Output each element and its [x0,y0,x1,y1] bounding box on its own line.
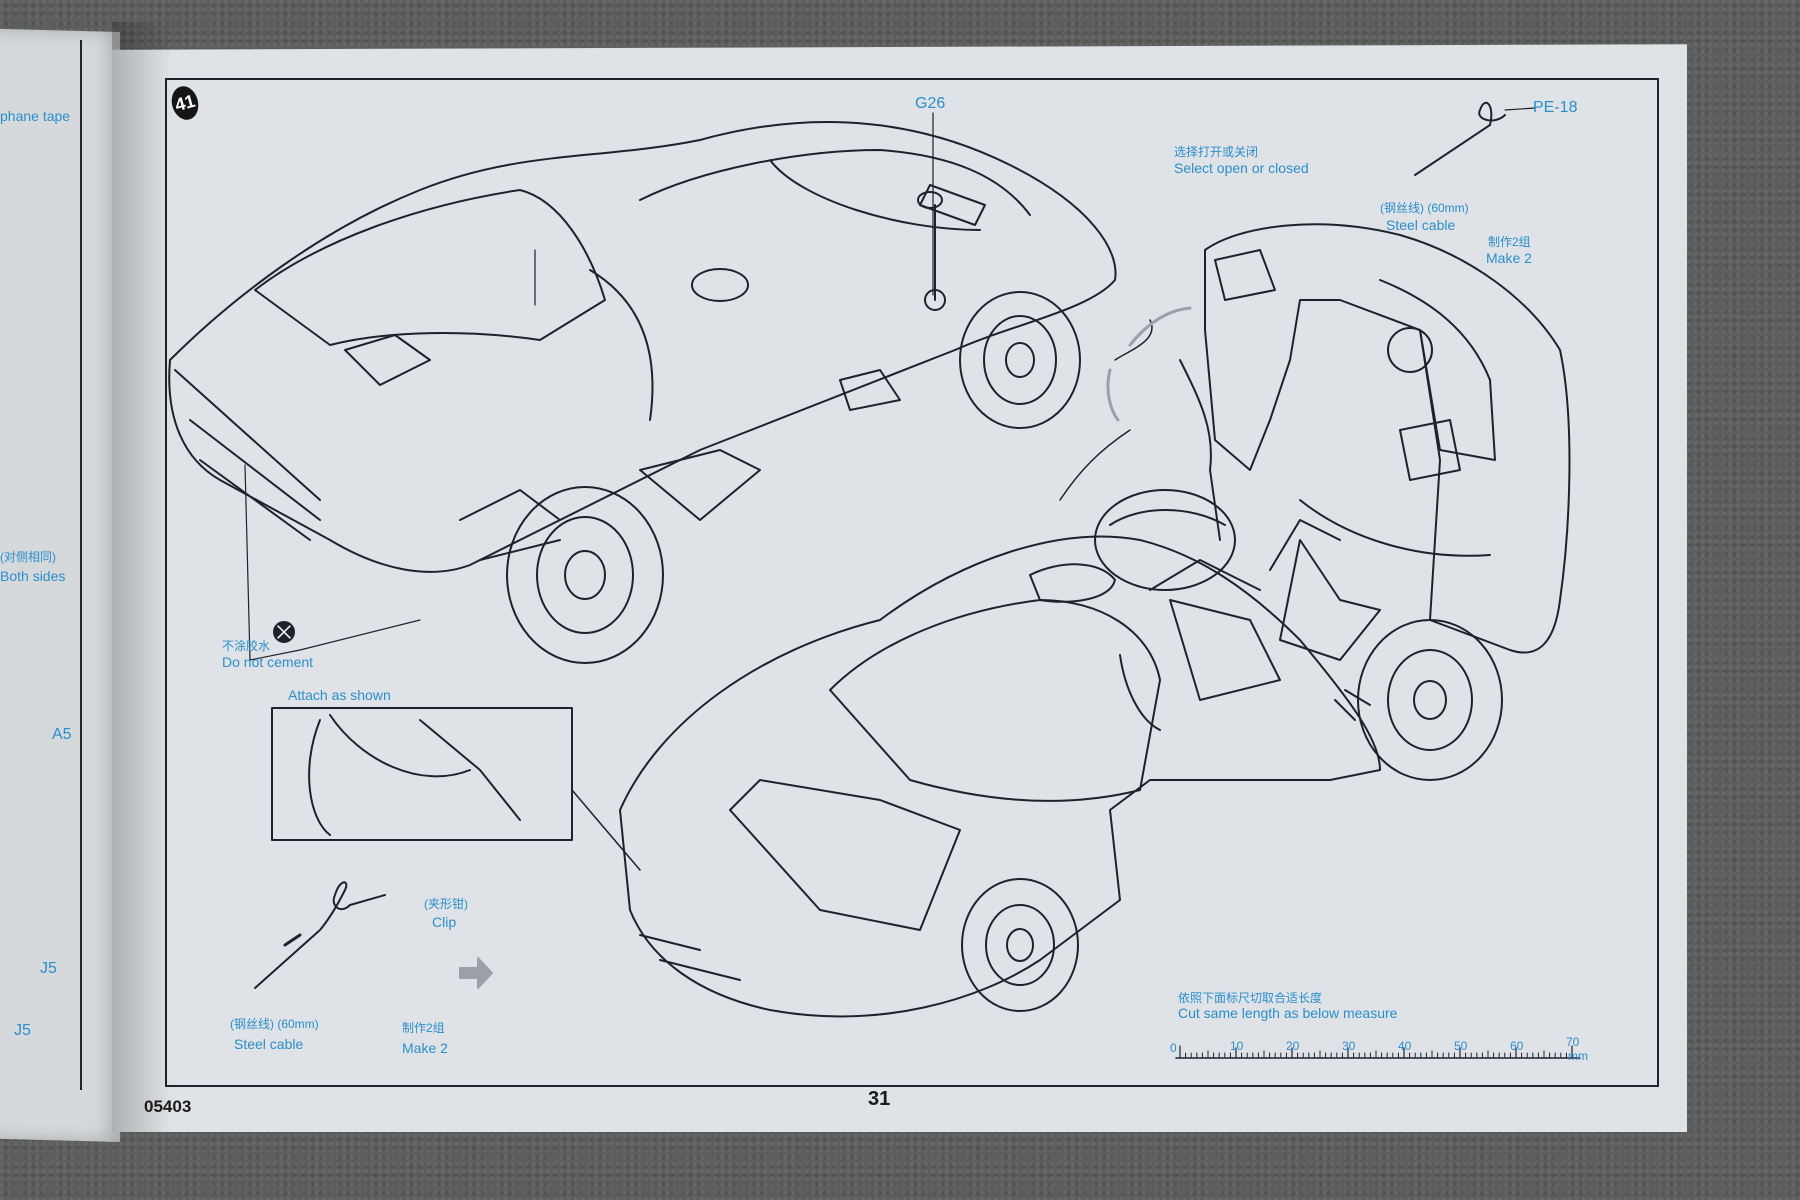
diagram-frame [165,78,1659,1087]
select-open-closed-label: Select open or closed [1174,160,1309,176]
ruler-tick-20: 20 [1286,1039,1300,1053]
ruler-tick-70: 70 [1566,1035,1580,1049]
ruler-tick-30: 30 [1342,1039,1356,1053]
both-sides-label: Both sides [0,568,66,584]
make-2-cn-top: 制作2组 [1488,235,1531,249]
attach-as-shown-label: Attach as shown [288,687,391,703]
tape-label: phane tape [0,108,71,124]
instruction-page [112,44,1687,1132]
part-j5-label-top: J5 [40,960,57,977]
car-rear-view [168,121,1117,664]
make-2-label-top: Make 2 [1486,250,1532,266]
part-a5-label: A5 [52,726,72,743]
cut-length-label: Cut same length as below measure [1178,1005,1398,1021]
clip-label: Clip [432,914,457,930]
cut-length-cn: 依照下面标尺切取合适长度 [1178,991,1323,1005]
product-code: 05403 [144,1097,192,1116]
ruler-tick-50: 50 [1454,1039,1468,1053]
steel-cable-cn-top: (钢丝线) (60mm) [1380,201,1469,215]
do-not-cement-cn: 不涂胶水 [222,639,271,653]
ruler-tick-60: 60 [1510,1039,1524,1053]
measuring-ruler [1175,1045,1581,1059]
ruler-tick-10: 10 [1230,1039,1244,1053]
inset-detail-box [271,707,573,841]
ruler-unit: mm [1568,1049,1588,1063]
left-page-frame [0,40,82,1090]
part-g26-label: G26 [915,95,946,112]
car-front-view [619,519,1503,1018]
part-pe18-label: PE-18 [1533,99,1578,116]
part-j5-label-bottom: J5 [14,1022,31,1039]
both-sides-cn: (对侧相同) [0,550,56,564]
do-not-cement-label: Do not cement [222,654,314,670]
steel-cable-cn-bottom: (钢丝线) (60mm) [230,1017,319,1031]
page-gutter-shadow [112,22,172,1132]
select-open-closed-cn: 选择打开或关闭 [1174,145,1259,159]
steel-cable-label-bottom: Steel cable [234,1036,304,1052]
ruler-tick-0: 0 [1170,1041,1177,1055]
make-2-cn-bottom: 制作2组 [402,1021,445,1035]
make-2-label-bottom: Make 2 [402,1040,448,1056]
ruler-tick-40: 40 [1398,1039,1412,1053]
clip-cn: (夹形钳) [424,897,468,911]
page-number: 31 [868,1088,891,1110]
car-front-open-view [1094,223,1571,654]
steel-cable-label-top: Steel cable [1386,217,1456,233]
